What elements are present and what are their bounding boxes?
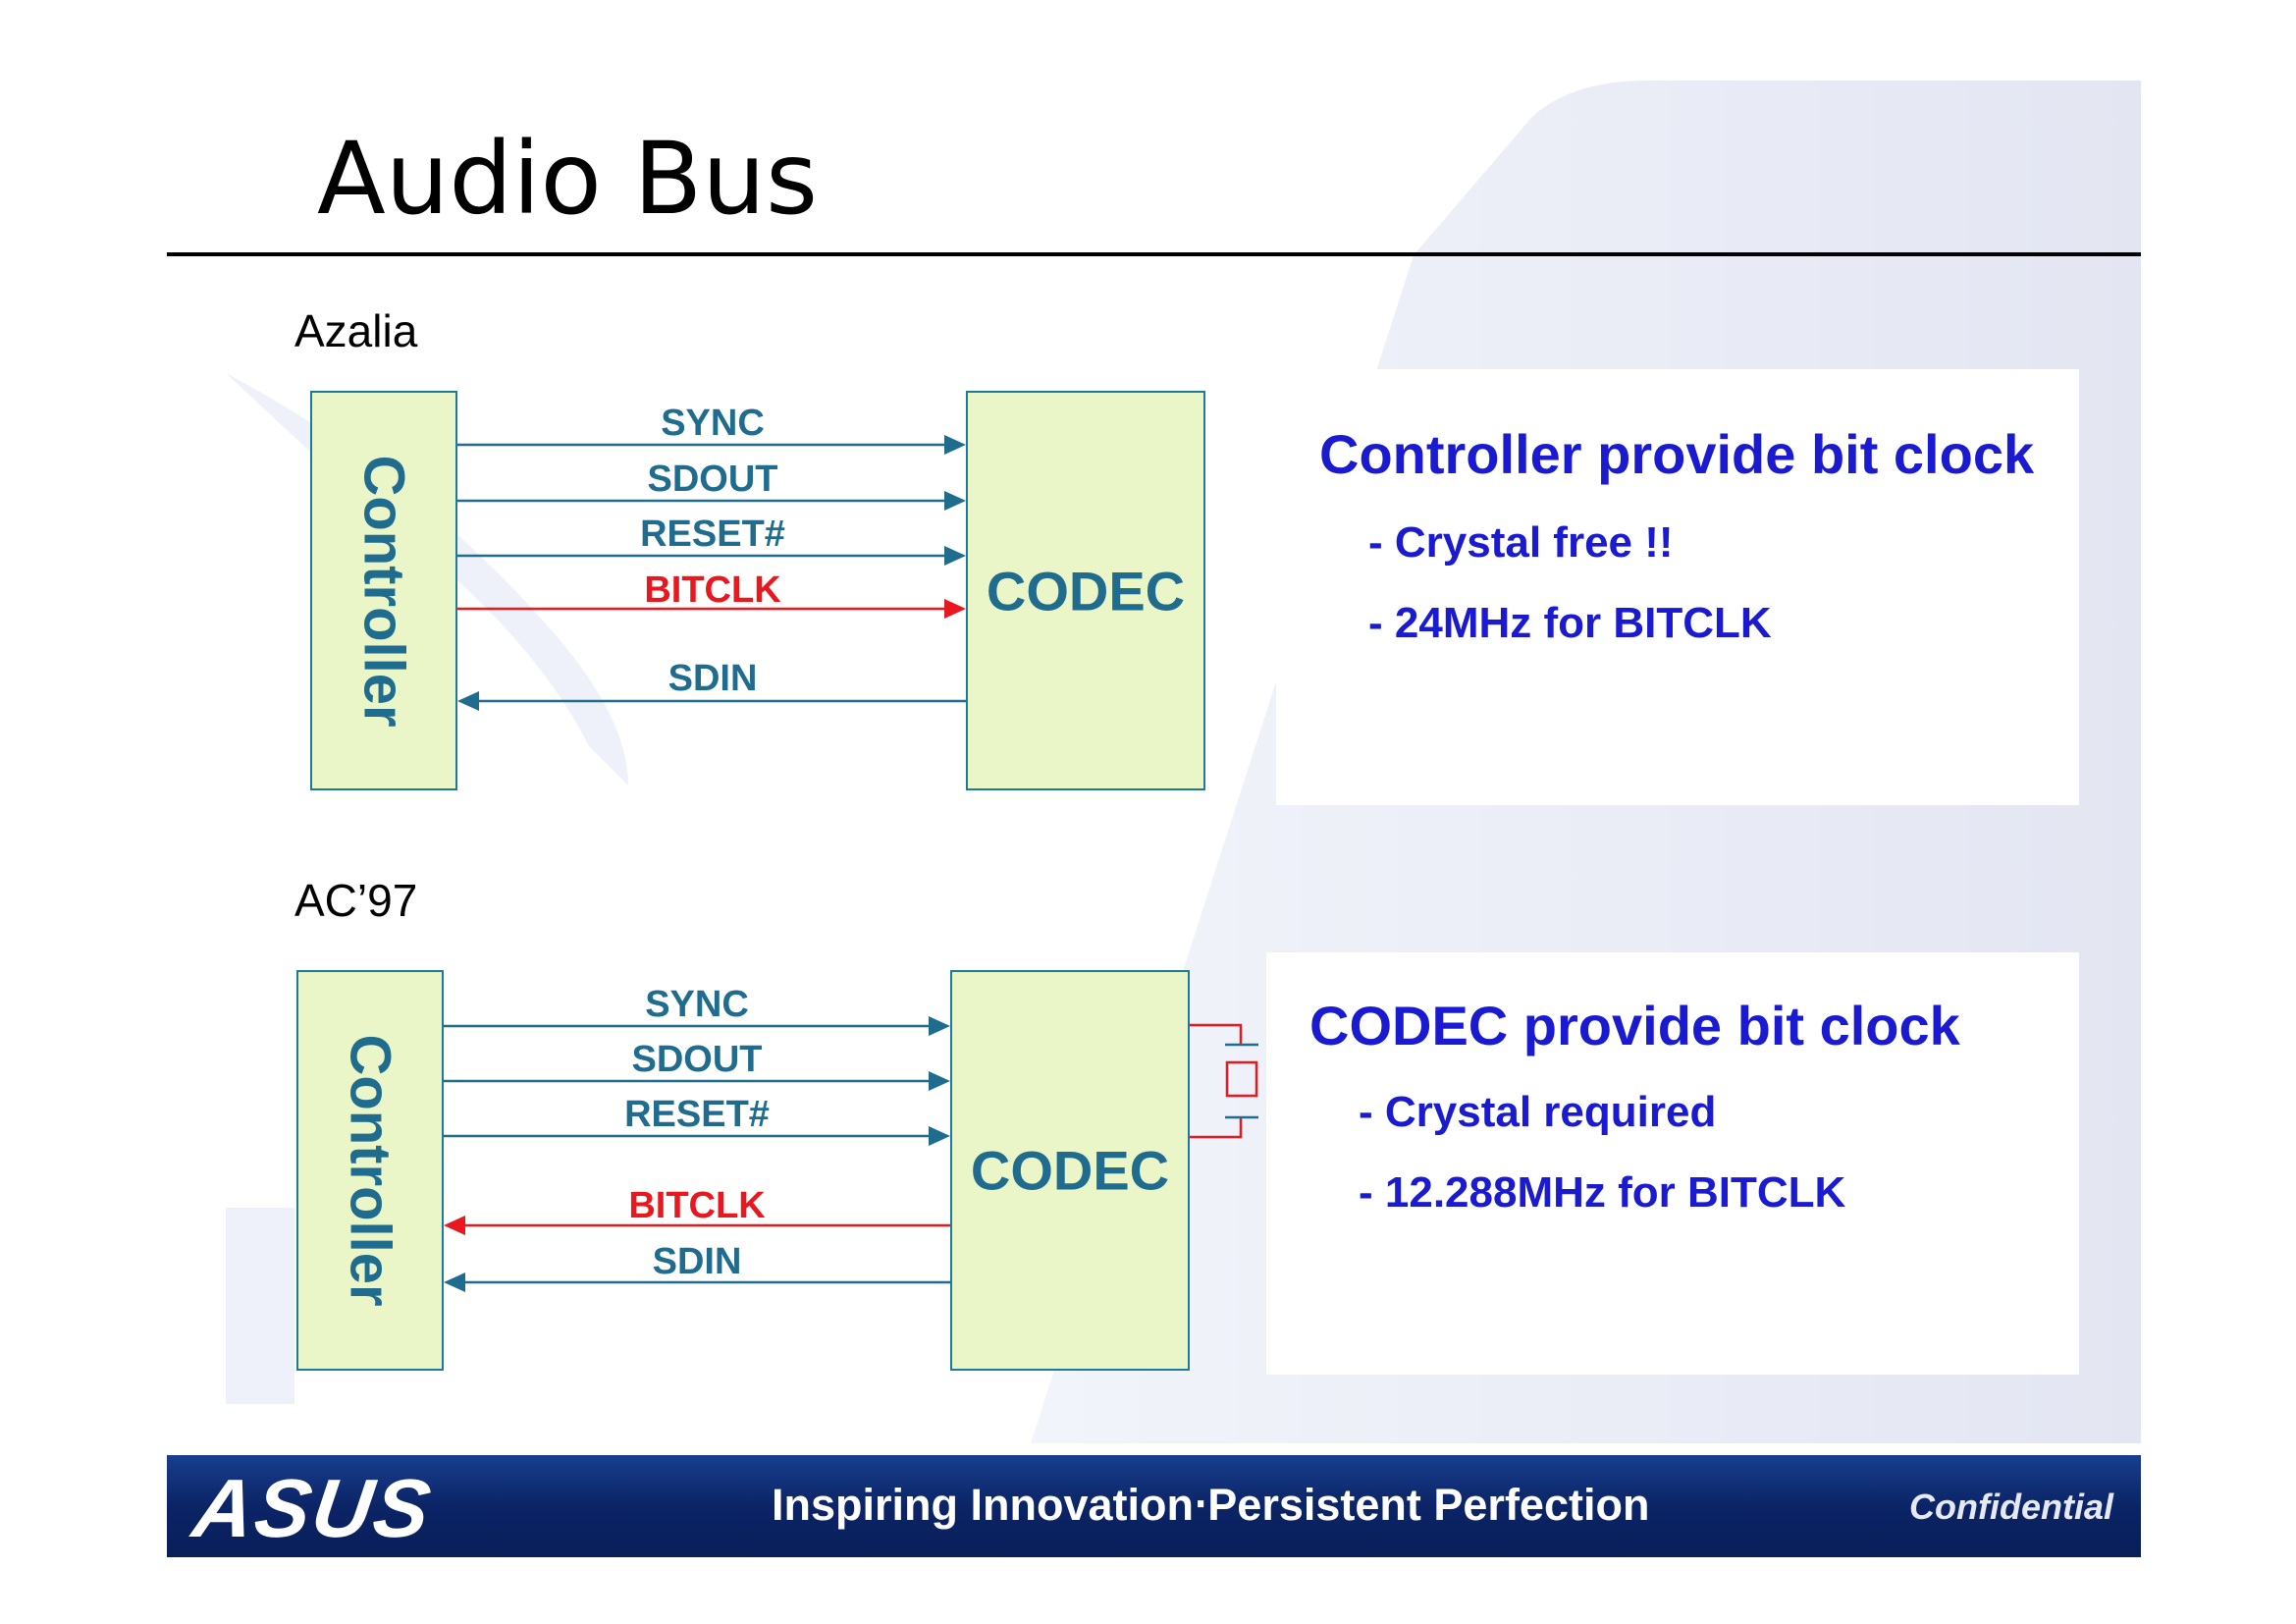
ac97-bitclk-label: BITCLK — [628, 1185, 766, 1226]
azalia-sdout-arrow — [944, 491, 966, 511]
azalia-sync-label: SYNC — [661, 403, 765, 444]
azalia-heading: Controller provide bit clock — [1319, 423, 2035, 485]
azalia-sdout-label: SDOUT — [647, 459, 778, 500]
ac97-crystal-symbol — [1190, 1023, 1258, 1139]
azalia-section-label: Azalia — [294, 305, 418, 356]
title-divider — [167, 252, 2141, 256]
azalia-codec-label: CODEC — [986, 560, 1186, 622]
azalia-sync-arrow — [944, 435, 966, 455]
ac97-bullet-2: - 12.288MHz for BITCLK — [1359, 1168, 1846, 1217]
ac97-sdout-arrow — [929, 1071, 950, 1091]
azalia-sdin-label: SDIN — [667, 658, 758, 699]
page-title: Audio Bus — [317, 121, 819, 238]
ac97-notes-panel — [1266, 952, 2079, 1375]
azalia-bullet-1: - Crystal free !! — [1368, 518, 1674, 567]
footer-tagline: Inspiring Innovation‧Persistent Perfecti… — [772, 1480, 1650, 1530]
ac97-sdin-arrow — [444, 1272, 465, 1292]
ac97-section-label: AC’97 — [294, 875, 418, 926]
azalia-notes-panel — [1276, 369, 2079, 805]
azalia-bitclk-arrow — [944, 599, 966, 619]
confidential-label: Confidential — [1909, 1487, 2113, 1527]
azalia-bitclk-label: BITCLK — [644, 569, 781, 611]
footer-bar: ASUS Inspiring Innovation‧Persistent Per… — [167, 1455, 2141, 1557]
asus-logo: ASUS — [187, 1462, 438, 1554]
ac97-reset-arrow — [929, 1126, 950, 1146]
azalia-bullet-2: - 24MHz for BITCLK — [1368, 599, 1772, 647]
ac97-sync-arrow — [929, 1016, 950, 1036]
ac97-codec-label: CODEC — [970, 1139, 1170, 1202]
ac97-bullet-1: - Crystal required — [1359, 1088, 1717, 1136]
azalia-sdin-arrow — [457, 691, 479, 711]
azalia-codec-box: CODEC — [966, 391, 1205, 790]
ac97-sync-label: SYNC — [645, 984, 749, 1025]
azalia-reset-label: RESET# — [640, 514, 785, 555]
ac97-sdin-label: SDIN — [652, 1241, 742, 1282]
ac97-controller-box: Controller — [296, 970, 444, 1371]
azalia-reset-arrow — [944, 546, 966, 566]
ac97-codec-box: CODEC — [950, 970, 1190, 1371]
ac97-reset-label: RESET# — [624, 1094, 770, 1135]
azalia-controller-box: Controller — [310, 391, 457, 790]
ac97-heading: CODEC provide bit clock — [1309, 995, 1960, 1056]
ac97-bitclk-arrow — [444, 1216, 465, 1235]
ac97-sdout-label: SDOUT — [631, 1039, 763, 1080]
